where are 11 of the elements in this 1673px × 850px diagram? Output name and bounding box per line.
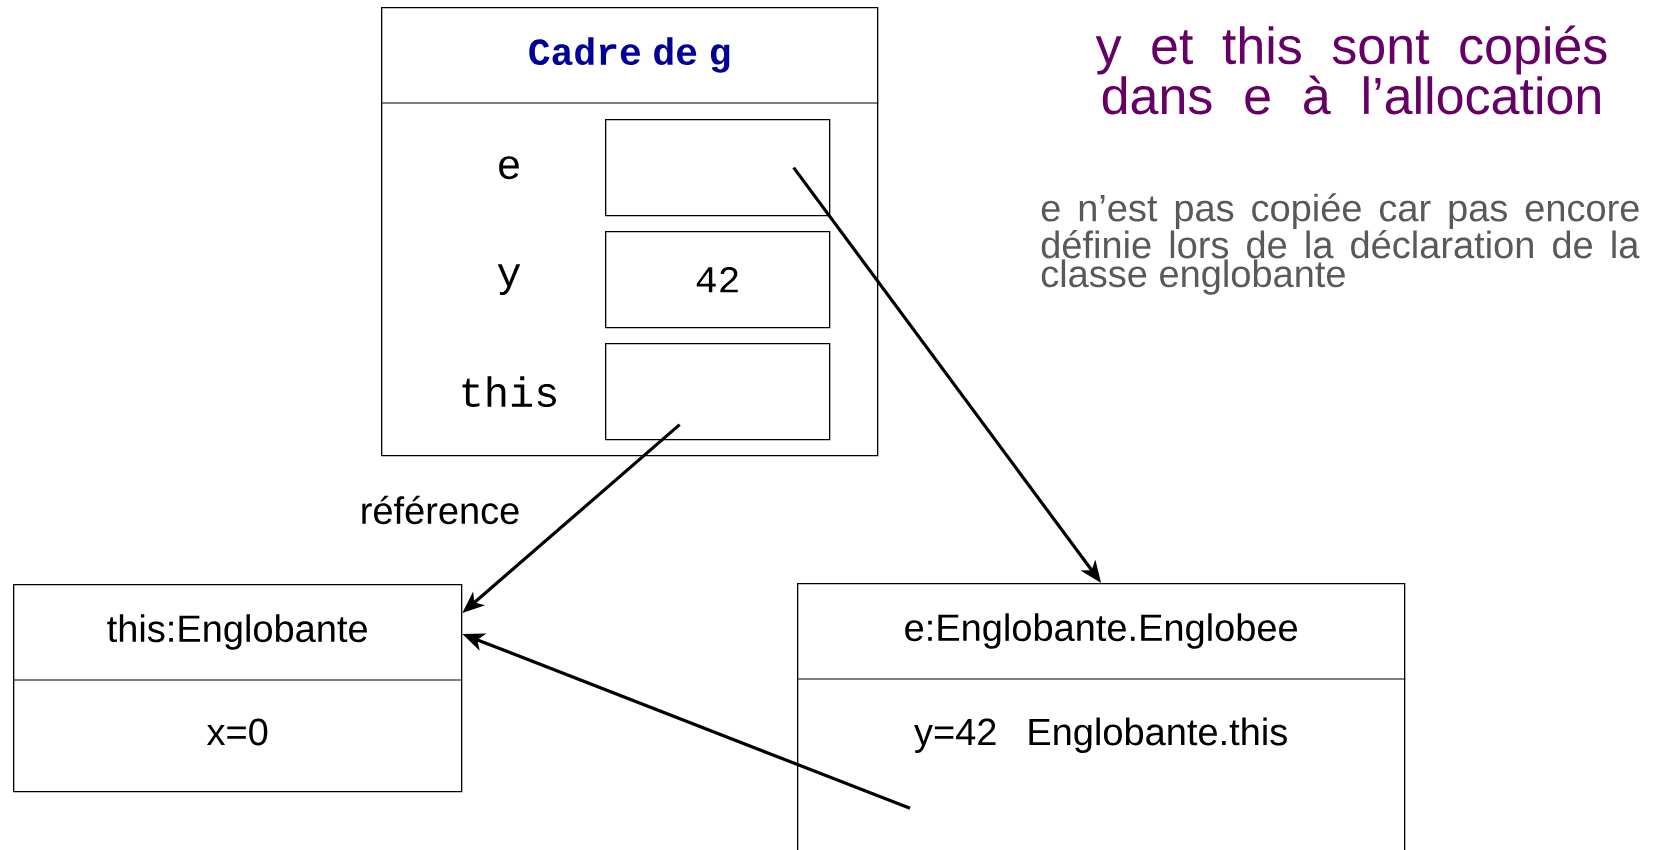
object-box: e:Englobante.Englobee y=42 Englobante.this <box>796 583 1406 850</box>
value-slot <box>605 119 831 217</box>
object-box: this:Englobante x=0 <box>12 584 463 793</box>
value-slot: 42 <box>605 231 831 329</box>
variable-name: this <box>462 376 556 408</box>
variable-name: e <box>499 156 519 180</box>
value-slot <box>605 343 831 441</box>
note-title: y et this sont copiés dans e à l’allocation <box>1095 25 1607 115</box>
edge-label: référence <box>362 495 519 525</box>
variable-name: y <box>497 264 521 296</box>
note-text: e n’est pas copiée car pas encore définie lors de la déclaration de la classe englobante <box>1041 193 1640 295</box>
